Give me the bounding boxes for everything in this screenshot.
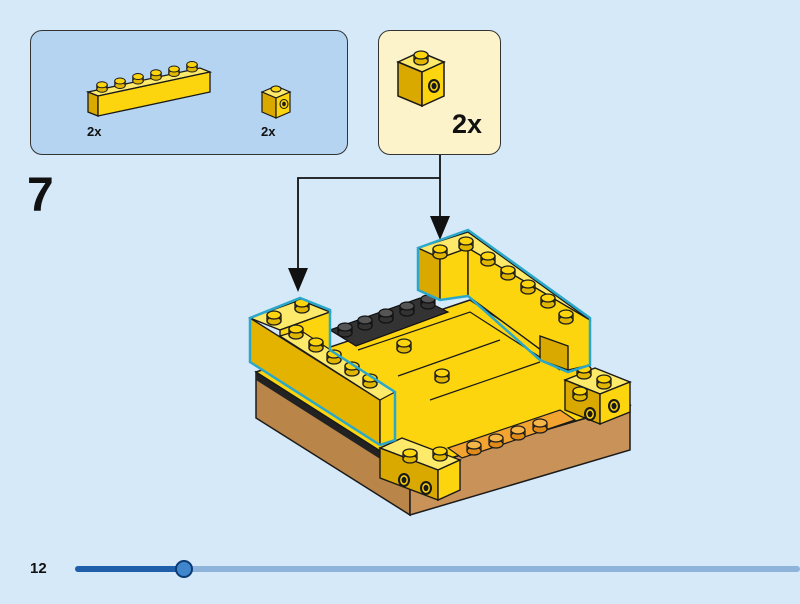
placement-arrows — [297, 155, 441, 272]
part-quantity-1x6-brick: 2x — [87, 124, 102, 139]
arrow-head-right — [430, 216, 450, 240]
yellow-1x6-brick-icon — [85, 61, 213, 117]
progress-indicator — [174, 560, 193, 578]
callout-brick-icon — [396, 50, 446, 108]
part-quantity-1x1-brick: 2x — [261, 124, 276, 139]
callout-quantity: 2x — [451, 109, 482, 139]
arrow-head-left — [288, 268, 308, 292]
progress-fill — [75, 566, 184, 572]
step-number: 7 — [27, 169, 54, 222]
build-model — [248, 228, 632, 517]
yellow-1x1-brick-with-side-stud-icon — [260, 85, 292, 119]
progress-bar — [75, 560, 800, 578]
page-number: 12 — [30, 560, 47, 577]
